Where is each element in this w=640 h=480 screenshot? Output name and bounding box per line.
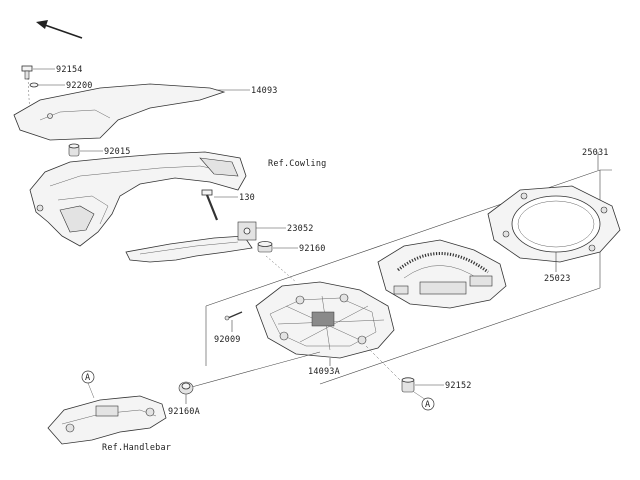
meter-face-gauge [377,239,507,309]
reference-marker-a-left: A [81,370,95,384]
label-25023: 25023 [544,274,571,284]
label-25031: 25031 [582,148,609,158]
label-14093a: 14093A [308,367,340,377]
label-92009: 92009 [214,335,241,345]
cover-14093 [13,83,226,141]
grommet-92015 [68,143,80,157]
label-92152: 92152 [445,381,472,391]
assembly-line-meter-right [365,345,409,389]
assembly-line-grommet [265,255,297,283]
grommet-92160 [257,241,273,253]
leader-marker-a1 [87,382,95,399]
handlebar-bracket [47,395,167,445]
grommet-92160a [178,381,194,395]
label-92200: 92200 [66,81,93,91]
label-92015: 92015 [104,147,131,157]
front-direction-arrow-icon [36,20,83,39]
meter-case-14093a [255,281,395,359]
label-23052: 23052 [287,224,314,234]
leader-marker-a2 [413,391,427,401]
label-92160a: 92160A [168,407,200,417]
bracket-stay [125,221,257,263]
label-ref-cowling: Ref.Cowling [268,159,327,169]
svg-text:A: A [425,400,430,410]
label-130: 130 [239,193,255,203]
label-14093: 14093 [251,86,278,96]
grommet-92152 [401,377,415,393]
reference-marker-a-right: A [421,397,435,411]
cowling-assembly [29,151,247,247]
svg-text:A: A [85,373,90,383]
label-ref-handlebar: Ref.Handlebar [102,443,171,453]
assembly-line-meter-left [187,351,321,389]
washer-92200 [29,82,39,88]
label-92160: 92160 [299,244,326,254]
meter-cover-25023 [487,185,621,263]
bolt-92154 [21,65,33,80]
label-92154: 92154 [56,65,83,75]
bolt-130 [201,189,219,221]
screw-92009 [224,311,243,321]
